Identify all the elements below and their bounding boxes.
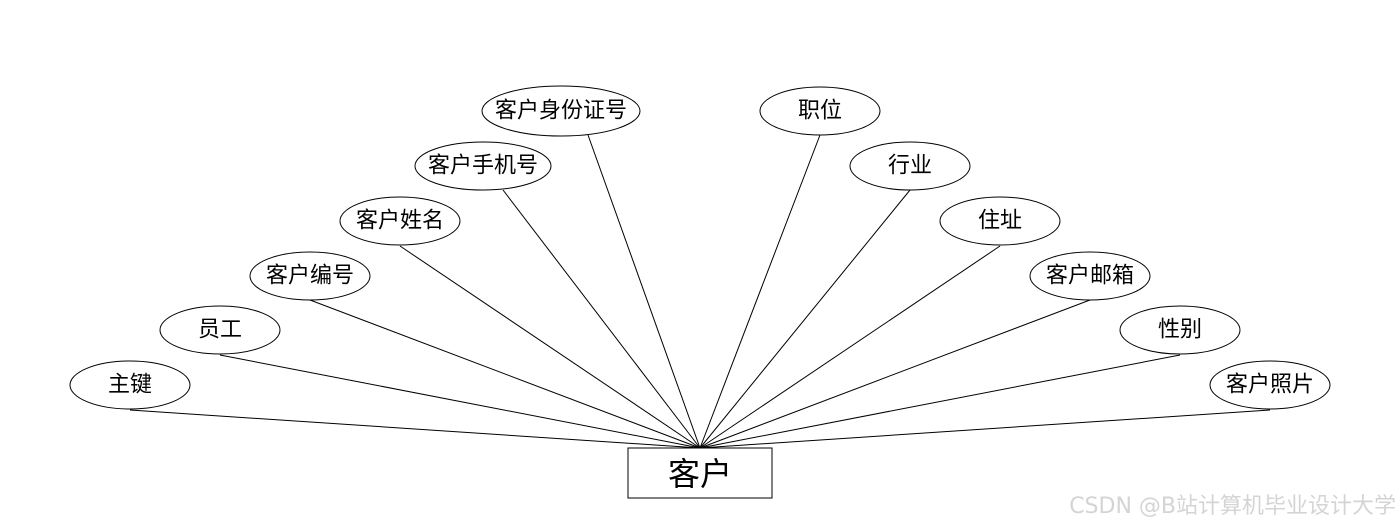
- connector-line: [129, 409, 701, 449]
- attribute-node: 客户手机号: [414, 141, 552, 191]
- attribute-node: 客户照片: [1209, 360, 1331, 410]
- attribute-ellipse: [481, 85, 641, 137]
- entity-customer: 客户: [627, 447, 773, 499]
- connector-line: [502, 189, 701, 449]
- attribute-label: 职位: [798, 99, 842, 124]
- attribute-node: 客户身份证号: [481, 85, 641, 137]
- attribute-node: 客户编号: [249, 251, 371, 301]
- attribute-ellipse: [1119, 305, 1241, 355]
- connector-line: [699, 134, 821, 449]
- connector-line: [309, 299, 701, 449]
- attribute-ellipse: [414, 141, 552, 191]
- attribute-node: 客户姓名: [339, 196, 461, 246]
- attribute-node: 行业: [849, 141, 971, 191]
- connector-line: [219, 354, 701, 449]
- connector-line: [699, 299, 1091, 449]
- attribute-label: 客户手机号: [428, 154, 538, 179]
- attribute-ellipse: [759, 86, 881, 136]
- attribute-ellipse: [939, 196, 1061, 246]
- connector-line: [699, 245, 1001, 449]
- attribute-node: 性别: [1119, 305, 1241, 355]
- connector-line: [699, 409, 1271, 449]
- watermark: CSDN @B站计算机毕业设计大学: [1069, 494, 1396, 519]
- attribute-ellipse: [69, 360, 191, 410]
- attribute-label: 主键: [108, 373, 152, 398]
- attribute-ellipse: [849, 141, 971, 191]
- attribute-ellipse: [249, 251, 371, 301]
- attribute-ellipse: [1029, 251, 1151, 301]
- attribute-label: 员工: [198, 318, 242, 343]
- attribute-label: 客户照片: [1226, 373, 1314, 398]
- connectors: [129, 134, 1271, 449]
- attribute-label: 客户身份证号: [495, 99, 627, 124]
- attribute-label: 客户姓名: [356, 209, 444, 234]
- entity-label: 客户: [668, 455, 732, 493]
- attribute-node: 主键: [69, 360, 191, 410]
- attribute-label: 住址: [978, 209, 1022, 234]
- attribute-node: 员工: [159, 305, 281, 355]
- connector-line: [699, 189, 911, 449]
- attribute-ellipse: [339, 196, 461, 246]
- attribute-label: 行业: [888, 154, 932, 179]
- attribute-label: 客户邮箱: [1046, 264, 1134, 289]
- connector-line: [699, 354, 1181, 449]
- attribute-node: 客户邮箱: [1029, 251, 1151, 301]
- attribute-node: 职位: [759, 86, 881, 136]
- connector-line: [587, 134, 701, 449]
- connector-line: [399, 245, 701, 449]
- attribute-label: 性别: [1158, 318, 1202, 343]
- attribute-node: 住址: [939, 196, 1061, 246]
- attribute-ellipse: [159, 305, 281, 355]
- attribute-ellipse: [1209, 360, 1331, 410]
- attribute-label: 客户编号: [266, 264, 354, 289]
- entity-box: [627, 447, 773, 499]
